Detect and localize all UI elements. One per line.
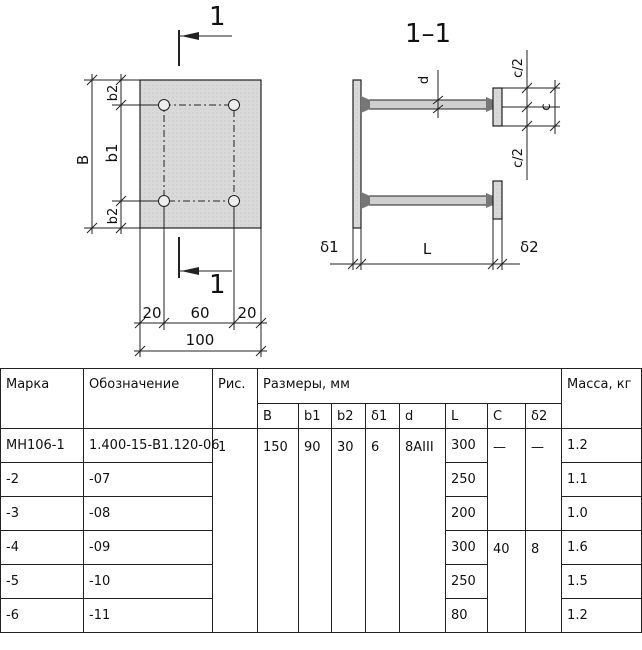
header-d: d bbox=[399, 403, 446, 429]
cell-mark: -2 bbox=[0, 462, 84, 497]
cell-delta1: 6 bbox=[365, 428, 400, 633]
section-title: 1–1 bbox=[405, 19, 451, 49]
cell-mass: 1.2 bbox=[561, 428, 642, 463]
cell-mass: 1.0 bbox=[561, 496, 642, 531]
anchor-bar-top bbox=[360, 99, 494, 110]
cell-d: 8АIII bbox=[399, 428, 446, 633]
embedded-plate bbox=[352, 79, 362, 229]
cell-mark: -6 bbox=[0, 598, 84, 633]
dim-B: B bbox=[74, 155, 92, 165]
cell-L: 200 bbox=[445, 496, 488, 531]
section-view bbox=[330, 50, 561, 270]
cell-C: — bbox=[487, 428, 526, 531]
header-delta2: δ2 bbox=[524, 403, 563, 429]
cell-b1: 90 bbox=[298, 428, 332, 633]
dim-c-half-top: c/2 bbox=[511, 58, 526, 78]
cell-b2: 30 bbox=[331, 428, 366, 633]
header-designation: Обозначение bbox=[83, 368, 213, 429]
section-mark-bottom: 1 bbox=[209, 270, 226, 300]
cell-designation: -07 bbox=[83, 462, 213, 497]
dim-100: 100 bbox=[186, 331, 215, 349]
section-dimension-labels: 1–1 d c/2 c c/2 δ1 L δ2 bbox=[320, 19, 554, 258]
cell-mark: -3 bbox=[0, 496, 84, 531]
dim-c-half-bottom: c/2 bbox=[511, 148, 526, 168]
plan-view bbox=[84, 30, 267, 357]
table-row: -2 -07 250 1.1 bbox=[0, 462, 642, 497]
header-sizes: Размеры, мм bbox=[256, 368, 563, 404]
cell-delta2: — bbox=[524, 428, 563, 531]
cell-C: 40 bbox=[487, 530, 526, 633]
end-washer-bottom bbox=[492, 180, 503, 220]
cell-fig: 1 bbox=[212, 428, 258, 633]
header-L: L bbox=[445, 403, 488, 429]
header-C: C bbox=[487, 403, 526, 429]
base-plate bbox=[139, 79, 262, 229]
anchor-hole bbox=[228, 195, 240, 207]
header-fig: Рис. bbox=[212, 368, 258, 429]
section-mark-top: 1 bbox=[209, 2, 226, 32]
dim-60: 60 bbox=[190, 304, 209, 322]
dim-delta2: δ2 bbox=[520, 238, 539, 256]
cell-mark: -4 bbox=[0, 530, 84, 565]
cell-designation: -08 bbox=[83, 496, 213, 531]
cell-mass: 1.2 bbox=[561, 598, 642, 633]
anchor-hole bbox=[158, 99, 170, 111]
cell-L: 300 bbox=[445, 428, 488, 463]
dim-b2-top: b2 bbox=[106, 85, 121, 102]
header-b1: b1 bbox=[298, 403, 332, 429]
header-delta1: δ1 bbox=[365, 403, 400, 429]
header-B: B bbox=[257, 403, 299, 429]
table-row: -5 -10 250 1.5 bbox=[0, 564, 642, 599]
cell-L: 300 bbox=[445, 530, 488, 565]
dim-20-left: 20 bbox=[142, 304, 161, 322]
header-mark: Марка bbox=[0, 368, 84, 429]
table-row: МН106-1 1.400-15-В1.120-06 1 150 90 30 6… bbox=[0, 428, 642, 633]
plan-dimension-labels: 1 1 B b1 b2 b2 20 60 20 100 bbox=[74, 2, 257, 349]
end-washer-top bbox=[492, 87, 503, 127]
table-row: -6 -11 80 1.2 bbox=[0, 598, 642, 633]
cell-mass: 1.5 bbox=[561, 564, 642, 599]
table-row: -4 -09 300 40 8 1.6 bbox=[0, 530, 642, 633]
header-mass: Масса, кг bbox=[561, 368, 642, 429]
cell-B: 150 bbox=[257, 428, 299, 633]
cell-L: 250 bbox=[445, 564, 488, 599]
cell-designation: -11 bbox=[83, 598, 213, 633]
dim-delta1: δ1 bbox=[320, 238, 339, 256]
header-b2: b2 bbox=[331, 403, 366, 429]
dim-b1: b1 bbox=[103, 143, 121, 162]
dim-b2-bottom: b2 bbox=[106, 208, 121, 225]
anchor-hole bbox=[158, 195, 170, 207]
cell-mark: МН106-1 bbox=[0, 428, 84, 463]
cell-designation: -09 bbox=[83, 530, 213, 565]
dim-d: d bbox=[417, 76, 432, 84]
anchor-hole bbox=[228, 99, 240, 111]
cell-delta2: 8 bbox=[524, 530, 563, 633]
dim-L: L bbox=[423, 240, 432, 258]
bolt-pattern-outline bbox=[163, 104, 235, 202]
specification-table: Марка Обозначение Рис. Размеры, мм Масса… bbox=[0, 368, 642, 633]
anchor-bar-bottom bbox=[360, 195, 494, 206]
cell-L: 80 bbox=[445, 598, 488, 633]
cell-designation: 1.400-15-В1.120-06 bbox=[83, 428, 220, 463]
cell-mark: -5 bbox=[0, 564, 84, 599]
cell-designation: -10 bbox=[83, 564, 213, 599]
dim-20-right: 20 bbox=[237, 304, 256, 322]
cell-L: 250 bbox=[445, 462, 488, 497]
technical-drawing: 1 1 B b1 b2 b2 20 60 20 100 bbox=[74, 2, 561, 357]
cell-mass: 1.6 bbox=[561, 530, 642, 565]
cell-mass: 1.1 bbox=[561, 462, 642, 497]
dim-c: c bbox=[539, 103, 554, 110]
